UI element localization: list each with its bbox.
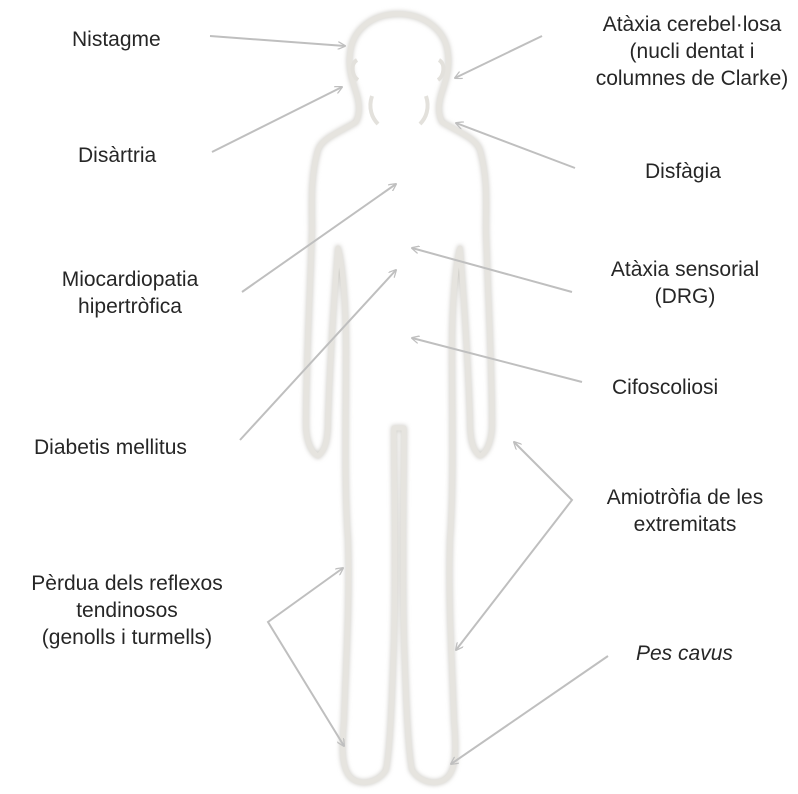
label-amiotrofia-line-1: Amiotròfia de les xyxy=(575,484,795,511)
arrow-miocardiopatia xyxy=(242,184,396,292)
arrow-amiotrofia xyxy=(456,442,572,650)
arrows xyxy=(210,36,608,764)
label-miocardiopatia-line-2: hipertròfica xyxy=(20,293,240,320)
arrow-perdua-reflexos xyxy=(268,568,344,746)
label-disfagia: Disfàgia xyxy=(645,158,721,185)
arrow-ataxia-cerebelosa xyxy=(455,36,542,78)
label-amiotrofia: Amiotròfia de les extremitats xyxy=(575,484,795,538)
human-silhouette xyxy=(306,14,492,782)
label-ataxia-cerebelosa-line-3: columnes de Clarke) xyxy=(572,65,798,92)
arrow-diabetis xyxy=(240,270,396,440)
label-ataxia-sensorial: Atàxia sensorial (DRG) xyxy=(580,256,790,310)
label-disartria: Disàrtria xyxy=(78,142,156,169)
label-perdua-reflexos: Pèrdua dels reflexos tendinosos (genolls… xyxy=(2,570,252,651)
left-hair-strand xyxy=(370,96,378,124)
label-miocardiopatia: Miocardiopatia hipertròfica xyxy=(20,266,240,320)
label-ataxia-cerebelosa: Atàxia cerebel·losa (nucli dentat i colu… xyxy=(572,11,798,92)
right-ear xyxy=(438,60,443,80)
body-outline xyxy=(306,14,492,782)
label-nistagme: Nistagme xyxy=(72,26,161,53)
arrow-nistagme xyxy=(210,36,345,46)
body-outline-shadow xyxy=(306,14,492,782)
label-cifoscoliosi: Cifoscoliosi xyxy=(612,374,718,401)
arrow-pes-cavus xyxy=(451,656,608,764)
label-perdua-reflexos-line-2: tendinosos xyxy=(2,597,252,624)
arrow-cifoscoliosi xyxy=(412,338,582,382)
label-ataxia-sensorial-line-2: (DRG) xyxy=(580,283,790,310)
label-pes-cavus: Pes cavus xyxy=(636,640,733,667)
left-ear xyxy=(353,60,358,80)
label-ataxia-sensorial-line-1: Atàxia sensorial xyxy=(580,256,790,283)
label-perdua-reflexos-line-3: (genolls i turmells) xyxy=(2,624,252,651)
label-ataxia-cerebelosa-line-2: (nucli dentat i xyxy=(572,38,798,65)
label-perdua-reflexos-line-1: Pèrdua dels reflexos xyxy=(2,570,252,597)
label-diabetis: Diabetis mellitus xyxy=(34,434,187,461)
arrow-ataxia-sensorial xyxy=(412,248,572,292)
right-hair-strand xyxy=(420,96,428,124)
label-amiotrofia-line-2: extremitats xyxy=(575,511,795,538)
label-miocardiopatia-line-1: Miocardiopatia xyxy=(20,266,240,293)
label-ataxia-cerebelosa-line-1: Atàxia cerebel·losa xyxy=(572,11,798,38)
